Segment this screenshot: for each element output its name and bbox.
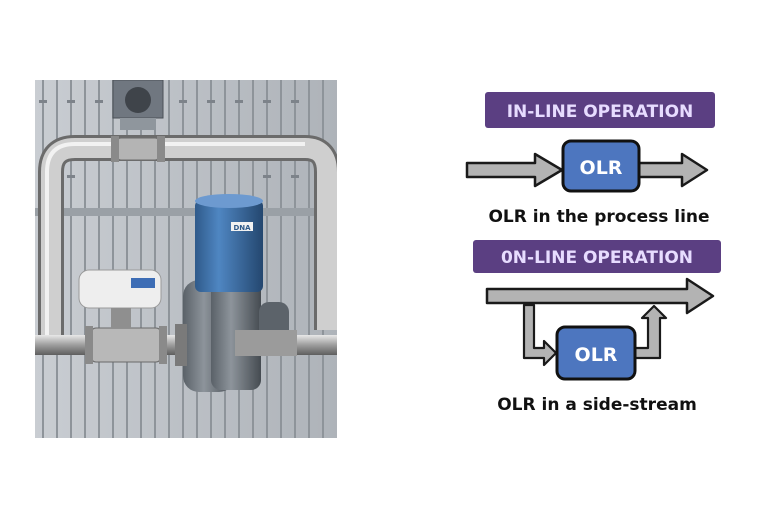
device-badge-plate <box>231 222 253 231</box>
inline-arrow-in <box>465 152 564 188</box>
olr-pipe-stub <box>235 330 297 356</box>
inline-banner <box>485 92 715 128</box>
pipe-loop <box>41 138 337 352</box>
online-banner-title: 0N-LINE OPERATION <box>501 248 693 268</box>
inline-olr-label: OLR <box>580 157 623 179</box>
lower-actuator-stem <box>111 308 131 328</box>
online-main-arrow <box>485 277 715 315</box>
upper-flange-left <box>111 136 119 162</box>
online-banner <box>473 240 721 273</box>
inline-caption: OLR in the process line <box>488 207 709 227</box>
top-actuator-disc <box>125 87 151 113</box>
top-actuator-mount <box>120 118 156 130</box>
online-caption: OLR in a side-stream <box>497 395 697 415</box>
inline-banner-title: IN-LINE OPERATION <box>507 102 694 122</box>
pipe-loop-highlight <box>45 142 305 352</box>
inline-arrow-out <box>636 152 709 188</box>
online-sidestream-out-arrow <box>632 304 668 360</box>
online-olr-box <box>555 325 637 381</box>
online-sidestream-in-arrow <box>522 303 558 367</box>
lower-flange-left <box>85 326 93 364</box>
online-olr-label: OLR <box>575 344 618 366</box>
olr-cylinder-cap <box>195 194 263 208</box>
upper-flange-right <box>157 136 165 162</box>
lower-actuator-label <box>131 278 155 288</box>
device-badge: DNA <box>233 224 251 232</box>
lower-flange-right <box>159 326 167 364</box>
olr-flange <box>175 324 187 366</box>
inline-olr-box <box>561 139 641 193</box>
installation-photo: DNA <box>35 80 337 438</box>
installation-photo-drawing: DNA <box>35 80 337 438</box>
wall-rail <box>35 208 337 216</box>
